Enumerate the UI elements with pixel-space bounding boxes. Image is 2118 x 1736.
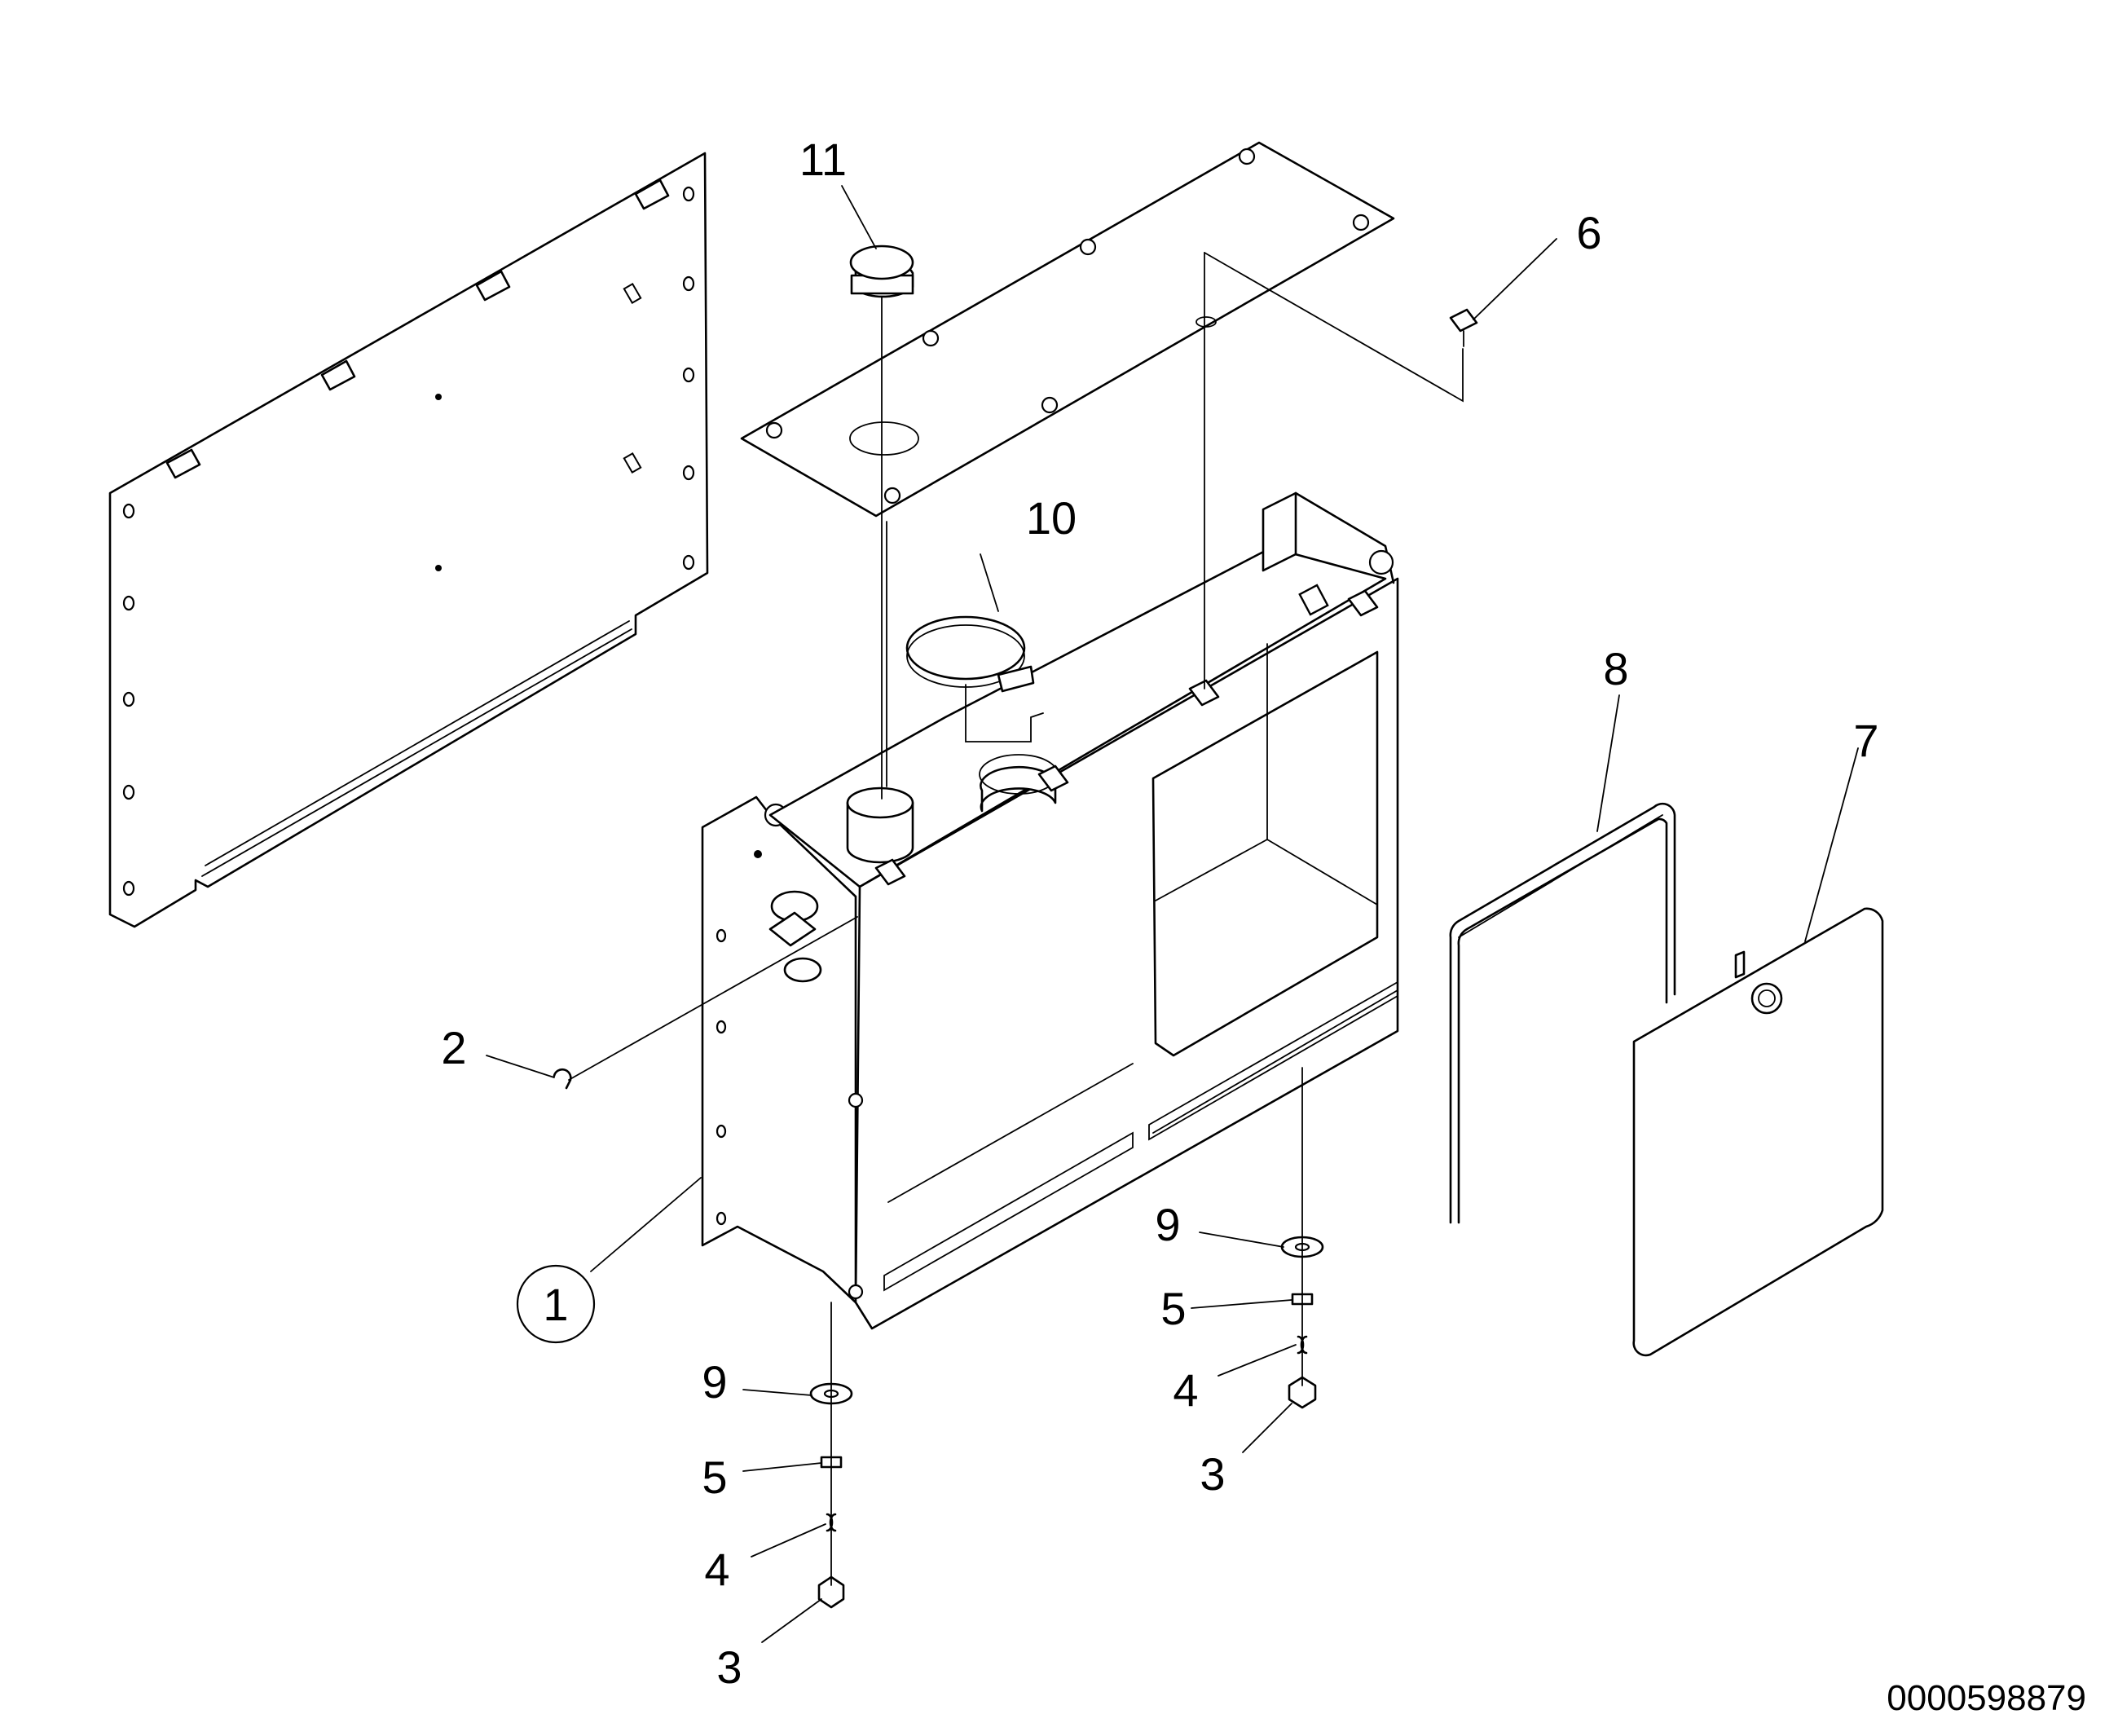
figure-id: 0000598879 (1887, 1678, 2086, 1718)
assembly-lines (568, 252, 1464, 1586)
cover-bolts (765, 148, 1370, 504)
callout-9-right: 9 (1155, 1199, 1180, 1250)
callout-5-left: 5 (702, 1452, 727, 1503)
side-cover-panel (108, 152, 709, 928)
leader-lines (486, 185, 1859, 1643)
callout-6: 6 (1576, 207, 1601, 258)
callout-1: 1 (543, 1279, 568, 1330)
callouts: 1 2 3 3 4 4 5 5 6 7 8 9 9 10 11 (441, 134, 1878, 1693)
callout-5-right: 5 (1160, 1283, 1186, 1334)
callout-3-right: 3 (1200, 1448, 1225, 1500)
gasket (1449, 802, 1676, 1224)
top-cover-plate (740, 141, 1395, 518)
clip-2 (553, 1068, 572, 1090)
filler-cap (849, 245, 914, 298)
callout-11: 11 (799, 134, 847, 185)
access-cover (1632, 907, 1884, 1357)
callout-4-right: 4 (1173, 1364, 1198, 1416)
callout-8: 8 (1603, 643, 1628, 694)
callout-4-left: 4 (704, 1544, 729, 1595)
callout-2: 2 (441, 1022, 466, 1073)
callout-10: 10 (1026, 492, 1077, 544)
tank-body (701, 491, 1399, 1330)
callout-9-left: 9 (702, 1356, 727, 1408)
callout-7: 7 (1853, 715, 1878, 766)
cover-bolt-6 (1449, 308, 1478, 347)
callout-3-left: 3 (716, 1641, 742, 1693)
callout-1-circle (516, 1264, 596, 1344)
hose-clamp (905, 615, 1035, 693)
